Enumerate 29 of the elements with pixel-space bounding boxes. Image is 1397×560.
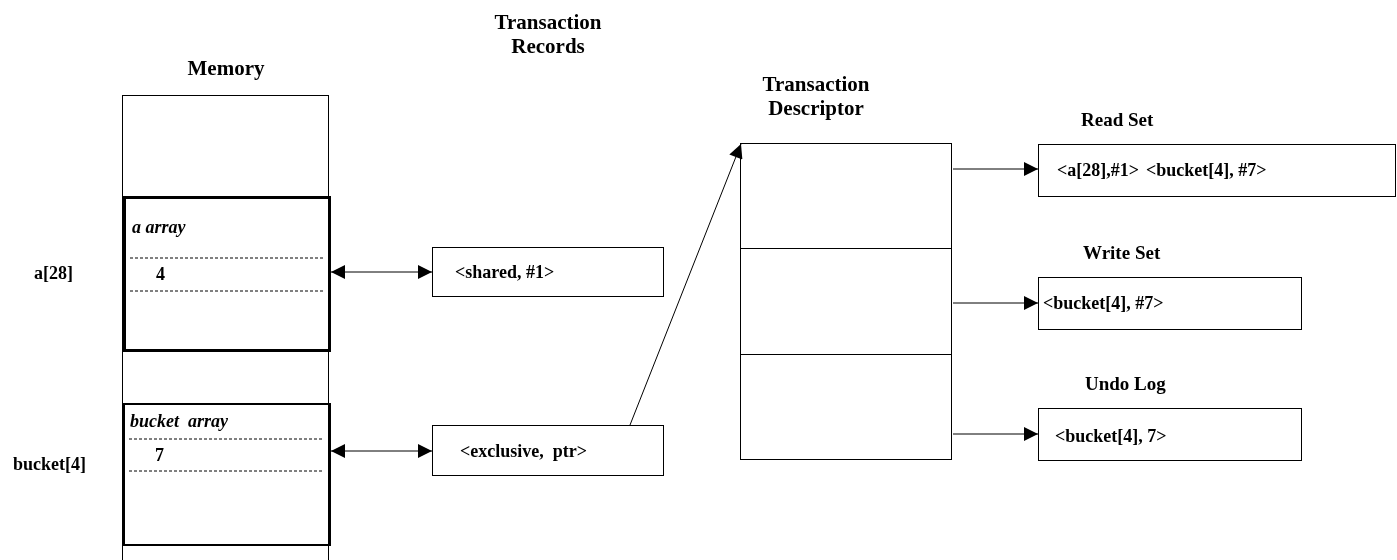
heading: Write Set: [1083, 242, 1161, 263]
array-name: a array: [132, 217, 186, 238]
heading: Memory: [186, 56, 266, 80]
arrow: [330, 265, 433, 279]
index-label: a[28]: [34, 263, 73, 284]
descriptor-slot: [740, 143, 952, 249]
arrow: [952, 427, 1039, 441]
descriptor-slot: [740, 354, 952, 460]
record-box: [432, 247, 664, 297]
arrow: [629, 143, 743, 426]
heading: Transaction Descriptor: [761, 72, 871, 120]
array-name: bucket array: [130, 411, 228, 432]
value-text: <bucket[4], #7>: [1146, 160, 1267, 181]
value-text: <a[28],#1>: [1057, 160, 1139, 181]
arrow: [952, 162, 1039, 176]
value-text: 4: [156, 264, 165, 285]
value-text: <shared, #1>: [455, 262, 555, 283]
arrow: [330, 444, 433, 458]
record-box: [432, 425, 664, 476]
heading: Undo Log: [1085, 373, 1166, 394]
value-text: <bucket[4], 7>: [1055, 426, 1167, 447]
heading: Read Set: [1081, 109, 1154, 130]
arrow: [952, 296, 1039, 310]
value-text: <bucket[4], #7>: [1043, 293, 1164, 314]
value-text: <exclusive, ptr>: [460, 441, 587, 462]
heading: Transaction Records: [493, 10, 603, 58]
index-label: bucket[4]: [13, 454, 86, 475]
value-text: 7: [155, 445, 164, 466]
descriptor-slot: [740, 248, 952, 355]
